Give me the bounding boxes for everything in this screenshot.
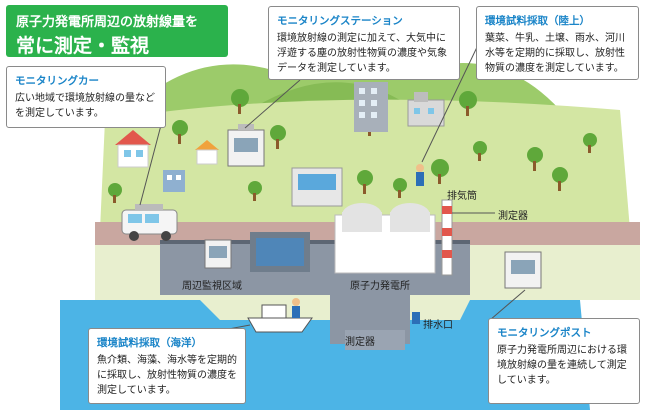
monitoring-car xyxy=(121,204,178,241)
callout-title: モニタリングポスト xyxy=(497,327,592,339)
label-measuring-device-bottom: 測定器 xyxy=(345,337,375,348)
outlet-pipe xyxy=(412,312,420,324)
pier-end xyxy=(345,330,405,350)
label-measuring-device-top: 測定器 xyxy=(498,211,528,222)
plant-fence xyxy=(160,240,470,244)
callout-monitoring-post: モニタリングポスト 原子力発電所周辺における環境放射線の量を連続して測定していま… xyxy=(488,318,640,404)
plant-buildings xyxy=(250,203,436,274)
label-nuclear-plant: 原子力発電所 xyxy=(350,281,410,292)
callout-body: 原子力発電所周辺における環境放射線の量を連続して測定しています。 xyxy=(497,345,627,386)
exhaust-stack xyxy=(441,199,453,276)
office-building xyxy=(354,82,388,132)
callout-monitoring-station: モニタリングステーション 環境放射線の測定に加えて、大気中に浮遊する塵の放射性物… xyxy=(268,6,460,80)
label-surrounding-area: 周辺監視区域 xyxy=(182,281,242,292)
callout-body: 魚介類、海藻、海水等を定期的に採取し、放射性物質の濃度を測定しています。 xyxy=(97,355,237,396)
worker-land xyxy=(416,164,424,186)
small-building xyxy=(163,170,185,192)
monitoring-station-building xyxy=(227,124,265,167)
title-line1: 原子力発電所周辺の放射線量を xyxy=(16,15,199,30)
callout-title: 環境試料採取（陸上） xyxy=(485,15,590,27)
callout-env-sampling-sea: 環境試料採取（海洋） 魚介類、海藻、海水等を定期的に採取し、放射性物質の濃度を測… xyxy=(88,328,246,404)
callout-monitoring-car: モニタリングカー 広い地域で環境放射線の量などを測定しています。 xyxy=(6,66,166,128)
title-box: 原子力発電所周辺の放射線量を 常に測定・監視 xyxy=(6,5,228,57)
callout-env-sampling-land: 環境試料採取（陸上） 葉菜、牛乳、土壌、雨水、河川水等を定期的に採取し、放射性物… xyxy=(476,6,639,80)
monitoring-post-right xyxy=(504,251,542,289)
blue-building xyxy=(291,167,343,207)
callout-body: 環境放射線の測定に加えて、大気中に浮遊する塵の放射性物質の濃度や気象データを測定… xyxy=(277,33,447,74)
house-gray xyxy=(407,92,445,127)
callout-body: 広い地域で環境放射線の量などを測定しています。 xyxy=(15,93,155,119)
sampling-boat xyxy=(247,298,313,333)
title-line2: 常に測定・監視 xyxy=(16,35,150,57)
callout-title: モニタリングカー xyxy=(15,75,99,87)
callout-title: 環境試料採取（海洋） xyxy=(97,337,202,349)
house-red xyxy=(115,130,151,168)
house-orange xyxy=(195,140,219,165)
label-outlet: 排水口 xyxy=(423,320,453,331)
label-exhaust-stack: 排気筒 xyxy=(447,191,477,202)
callout-title: モニタリングステーション xyxy=(277,15,403,27)
callout-body: 葉菜、牛乳、土壌、雨水、河川水等を定期的に採取し、放射性物質の濃度を測定していま… xyxy=(485,33,625,74)
monitoring-post-left xyxy=(204,239,232,269)
